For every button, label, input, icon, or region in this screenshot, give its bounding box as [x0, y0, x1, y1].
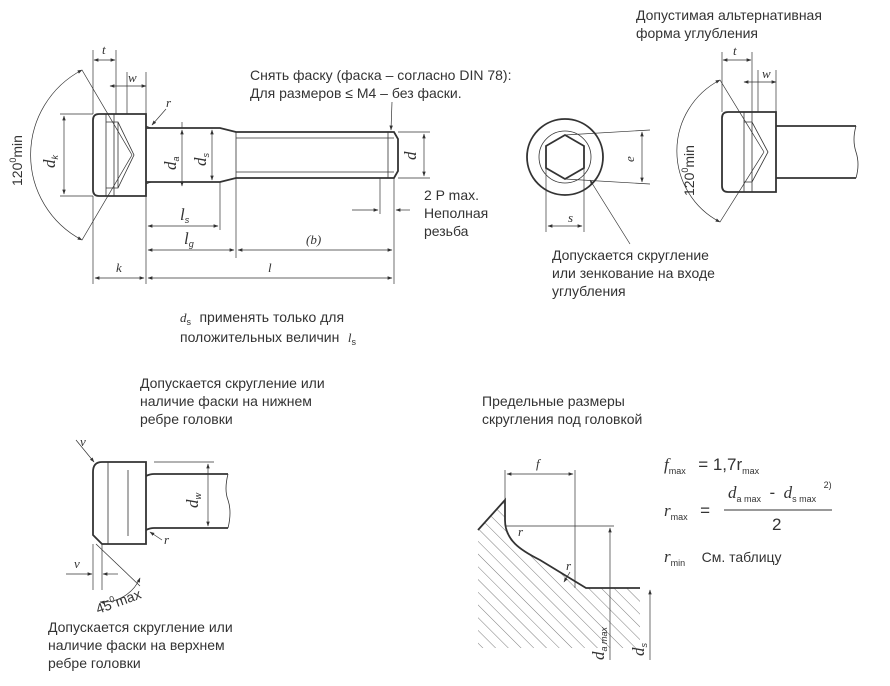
socket-lines: [105, 114, 135, 196]
formula-f-max: fmax = 1,7rmax: [664, 455, 760, 478]
dw-label: dw: [183, 493, 203, 509]
bottom-edge-note-line3: ребре головки: [140, 411, 233, 427]
angle-arc-main: [30, 69, 83, 241]
chamfer-note-line1: Снять фаску (фаска – согласно DIN 78):: [250, 67, 511, 83]
alt-t-label: t: [733, 43, 737, 58]
limits-note-line2: скругления под головкой: [482, 411, 642, 427]
alt-shank: [776, 125, 856, 179]
alt-note-line1: Допустимая альтернативная: [636, 7, 822, 23]
top-edge-note-line3: ребре головки: [48, 655, 141, 671]
bottom-edge-note-line2: наличие фаски на нижнем: [140, 393, 312, 409]
ls-label: ls: [180, 205, 190, 225]
alt-note-line2: форма углубления: [636, 25, 758, 41]
f-label: f: [536, 456, 542, 471]
ds-section-label: ds: [629, 643, 649, 657]
head-inner-circle: [538, 130, 592, 184]
ds-label: ds: [191, 153, 211, 167]
formula-r-max-den: 2: [772, 515, 781, 534]
formulas: fmax = 1,7rmax rmax = da max - ds max 2)…: [664, 455, 832, 570]
detail-shank: [145, 473, 228, 531]
bolt-head-outline: [92, 113, 147, 197]
bolt-shank: [146, 127, 399, 183]
l-label: l: [268, 260, 272, 275]
w-label: w: [128, 70, 137, 85]
alt-head-outline: [721, 111, 777, 193]
k-label: k: [116, 260, 122, 275]
top-edge-note-line2: наличие фаски на верхнем: [48, 637, 225, 653]
angle-arc-alt: [676, 79, 721, 223]
da-label: da: [161, 156, 181, 170]
alt-recess-view: 1200min t w: [676, 43, 859, 223]
head-edge-detail: dw v r v 450max: [66, 434, 231, 617]
s-label: s: [568, 210, 573, 225]
chamfer-angle-label: 450max: [93, 585, 143, 617]
ds-note-line2: положительных величин ls: [180, 329, 356, 347]
bottom-edge-note-line1: Допускается скругление или: [140, 375, 325, 391]
formula-r-min: rmin См. таблицу: [664, 547, 782, 570]
angle-label-alt: 1200min: [680, 145, 697, 196]
limits-note-line1: Предельные размеры: [482, 393, 625, 409]
thread-note-line1: 2 P max.: [424, 187, 479, 203]
r-label-main: r: [166, 95, 172, 110]
lg-label: lg: [184, 229, 194, 249]
main-bolt-view: 1200min dk t w r da ds d: [8, 42, 430, 284]
formula-r-max-lhs: rmax =: [664, 501, 710, 524]
socket-note-line1: Допускается скругление: [552, 247, 709, 263]
chamfer-note-line2: Для размеров ≤ M4 – без фаски.: [250, 85, 462, 101]
socket-note-line2: или зенкование на входе: [552, 265, 715, 281]
detail-head-outline: [92, 461, 147, 545]
alt-w-label: w: [762, 66, 771, 81]
r-label-fillet-a: r: [518, 524, 524, 539]
top-edge-note-line1: Допускается скругление или: [48, 619, 233, 635]
ds-note-line1: ds применять только для: [180, 309, 344, 329]
socket-end-view: e s: [526, 118, 651, 245]
fillet-profile: [477, 497, 640, 589]
chamfer-angle-arc: [99, 577, 141, 605]
fillet-detail: f da max ds r r: [477, 456, 652, 660]
thread-note-line3: резьба: [424, 223, 469, 239]
e-label: e: [622, 156, 637, 162]
v-label-top: v: [80, 434, 86, 449]
head-fillet: [145, 125, 154, 185]
socket-note-line3: углубления: [552, 283, 626, 299]
r-label-detail: r: [164, 532, 170, 547]
d-label: d: [401, 151, 420, 160]
dk-label: dk: [40, 155, 60, 169]
angle-label-main: 1200min: [8, 135, 25, 186]
da-max-label: da max: [589, 626, 609, 660]
head-outer-circle: [526, 118, 604, 196]
t-label: t: [102, 42, 106, 57]
v-label-bottom: v: [74, 556, 80, 571]
thread-note-line2: Неполная: [424, 205, 488, 221]
r-label-fillet-b: r: [566, 558, 572, 573]
b-label: (b): [306, 232, 321, 247]
hex-socket: [545, 133, 585, 181]
formula-r-max-num: da max - ds max 2): [728, 480, 832, 506]
